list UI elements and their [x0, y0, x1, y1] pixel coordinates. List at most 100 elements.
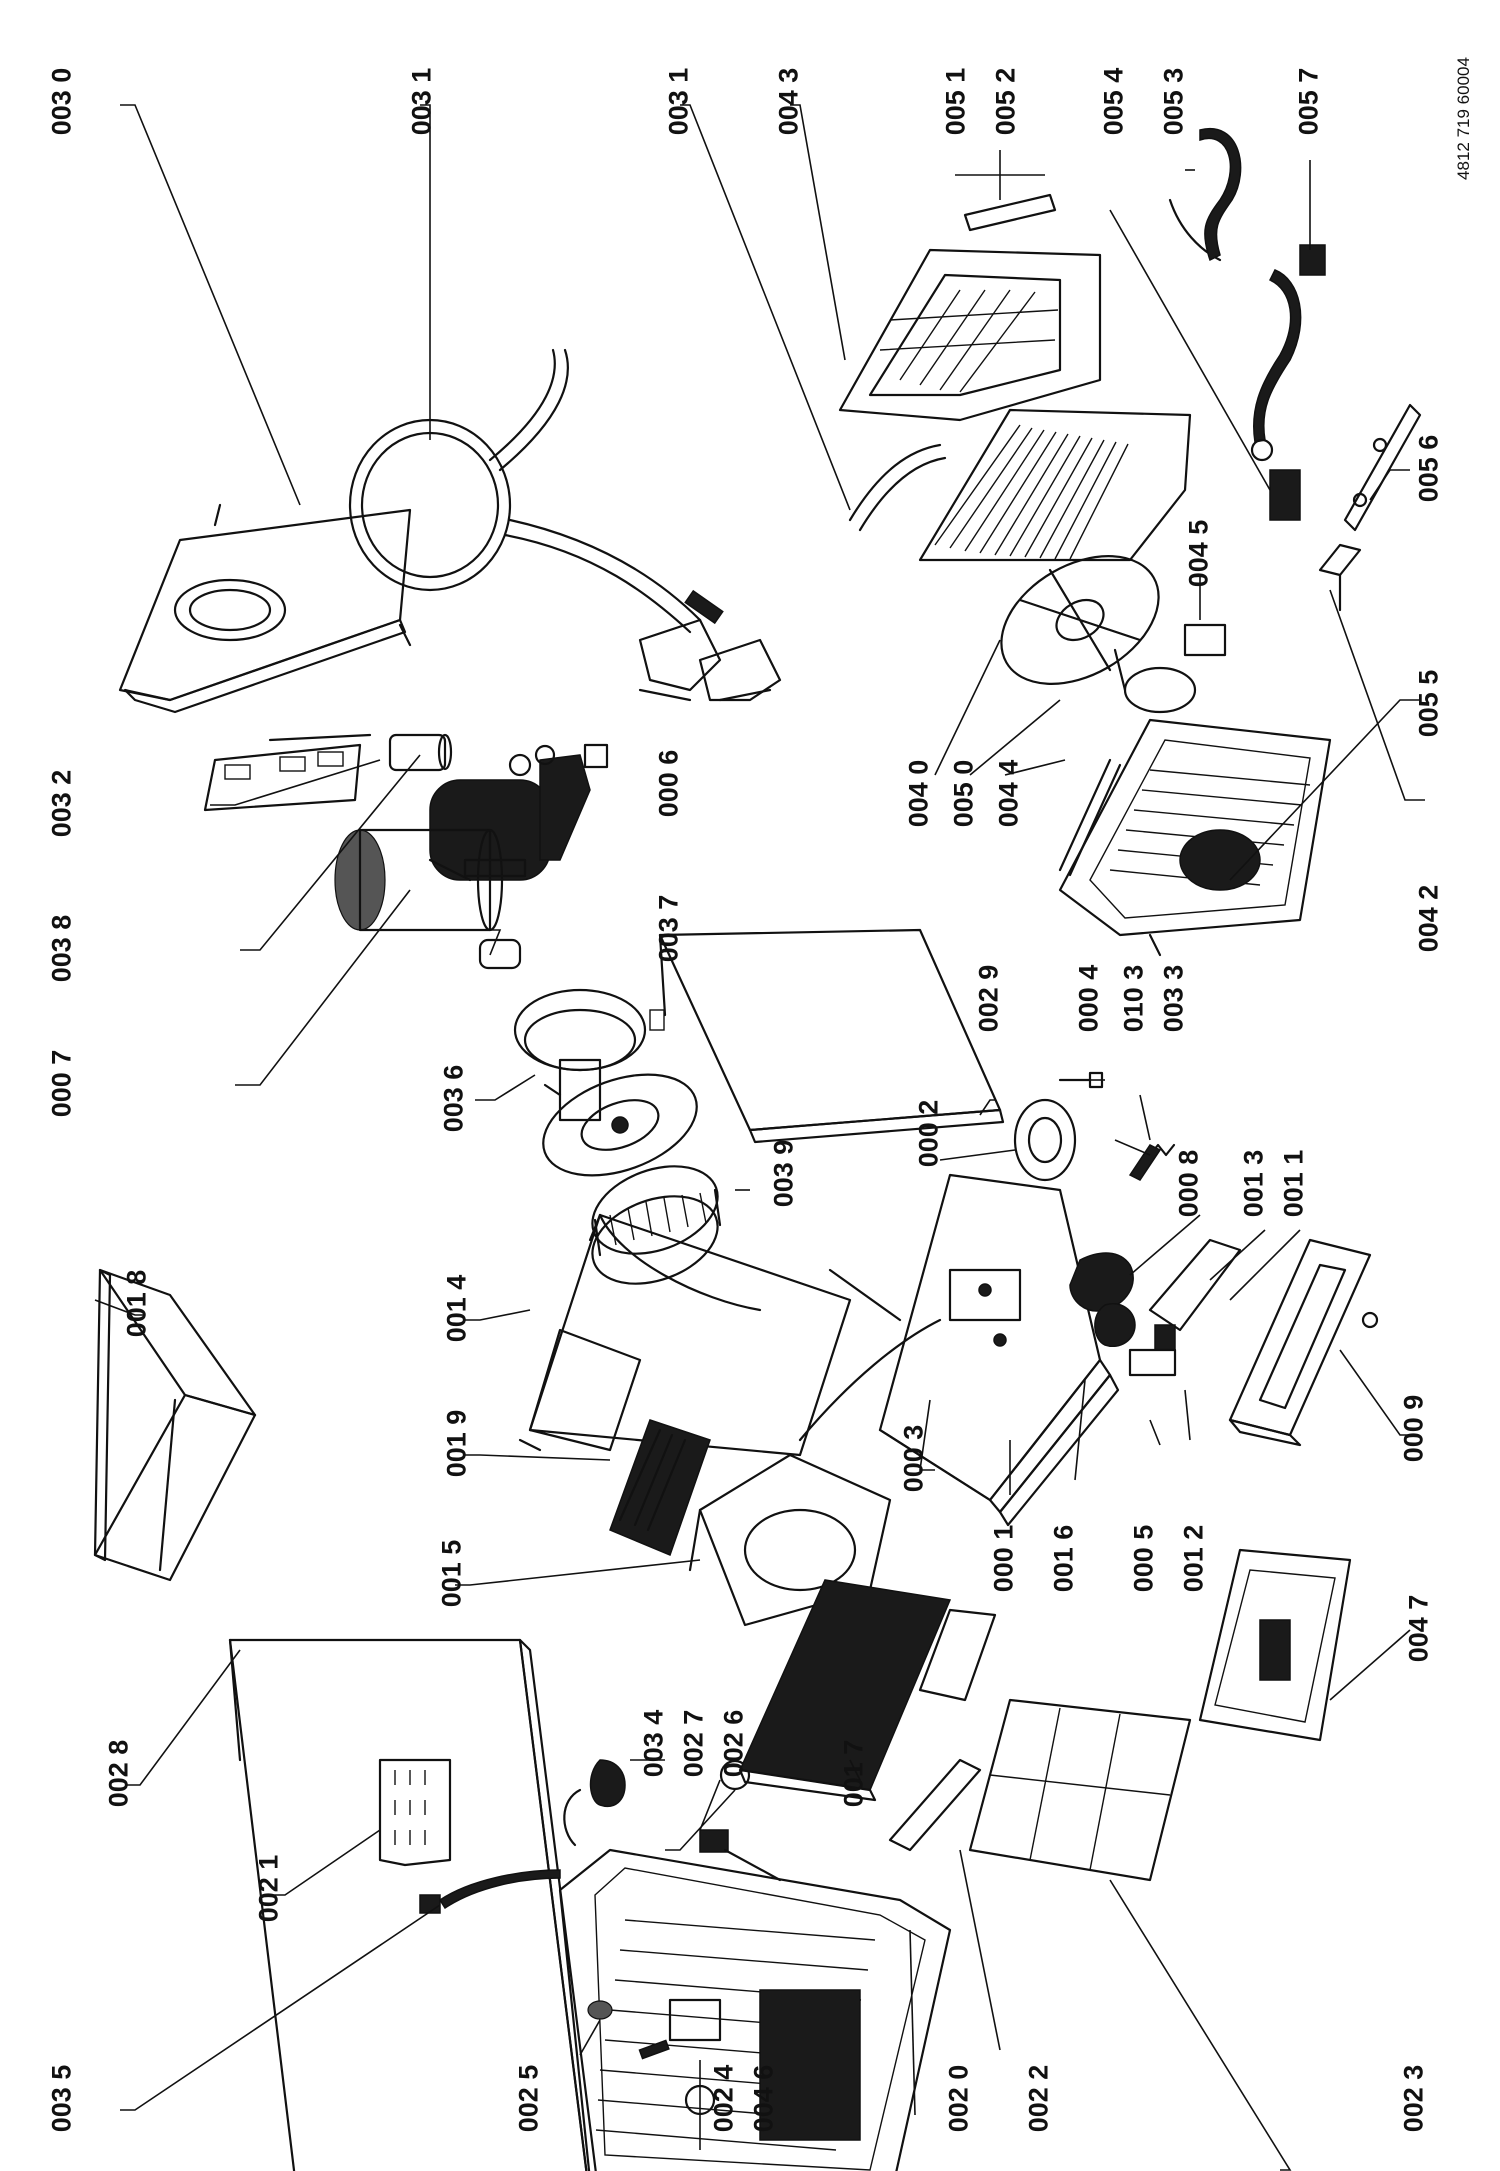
- part-label: 004 3: [773, 67, 804, 136]
- condenser-frame-part: [838, 248, 1102, 422]
- mounting-bracket-part: [1343, 403, 1422, 532]
- part-label: 001 4: [441, 1274, 472, 1343]
- part-label: 005 2: [990, 67, 1021, 136]
- part-label: 000 5: [1128, 1524, 1159, 1593]
- part-label: 003 4: [638, 1709, 669, 1778]
- blower-wheel-part: [591, 1165, 722, 1285]
- part-label: 003 1: [406, 67, 437, 136]
- part-label: 001 2: [1178, 1524, 1209, 1593]
- small-grille-part: [609, 1419, 711, 1556]
- idler-wheel-part: [1013, 1098, 1077, 1182]
- evaporator-part: [738, 1579, 952, 1802]
- filter-grid-part: [968, 1698, 1192, 1882]
- bracket-clamps-part: [638, 618, 782, 702]
- part-label: 001 9: [441, 1409, 472, 1478]
- fan-shroud-part: [688, 1453, 892, 1627]
- part-label: 001 7: [838, 1739, 869, 1808]
- base-plate-part: [118, 503, 412, 714]
- clip-comb-part: [378, 1758, 452, 1867]
- part-label: 002 2: [1023, 2064, 1054, 2133]
- part-label: 001 5: [436, 1539, 467, 1608]
- part-label: 001 6: [1048, 1524, 1079, 1593]
- cable-part: [1168, 127, 1242, 262]
- ribbon-cable-part: [419, 1869, 561, 1914]
- part-label: 005 6: [1413, 434, 1444, 503]
- rear-grill-part: [1058, 718, 1332, 957]
- pulley-disc-part: [542, 1073, 698, 1177]
- hinge-part: [1318, 543, 1362, 612]
- part-label: 001 3: [1238, 1149, 1269, 1218]
- large-capacitor-part: [334, 828, 527, 932]
- part-label: 003 1: [663, 67, 694, 136]
- part-label: 004 6: [748, 2064, 779, 2133]
- part-label: 002 4: [708, 2064, 739, 2133]
- part-label: 003 7: [653, 894, 684, 963]
- part-label: 005 0: [948, 759, 979, 828]
- connector-block-part: [1269, 469, 1301, 521]
- part-label: 002 9: [973, 964, 1004, 1033]
- duct-housing-part: [518, 1213, 852, 1457]
- main-chassis-part: [798, 1173, 1120, 1527]
- condenser-coil-part: [848, 408, 1192, 562]
- part-label: 005 7: [1293, 67, 1324, 136]
- part-label: 000 7: [46, 1049, 77, 1118]
- motor-bracket-part: [1113, 648, 1197, 714]
- rail-part: [1058, 758, 1122, 877]
- condenser-fan-part: [1000, 555, 1160, 685]
- part-label: 000 4: [1073, 964, 1104, 1033]
- label-tag-part: [963, 193, 1057, 232]
- control-board-part: [203, 733, 372, 812]
- part-label: 003 3: [1158, 964, 1189, 1033]
- part-label: 000 9: [1398, 1394, 1429, 1463]
- front-plate-part: [1198, 1548, 1352, 1742]
- part-label: 000 2: [913, 1099, 944, 1168]
- spacer-block-part: [1183, 623, 1227, 657]
- part-label: 002 6: [718, 1709, 749, 1778]
- front-grille-part: [558, 1848, 952, 2171]
- part-label: 000 8: [1173, 1149, 1204, 1218]
- filter-tray-part: [93, 1268, 257, 1582]
- air-filter-frame-part: [888, 1608, 997, 1852]
- part-label: 004 2: [1413, 884, 1444, 953]
- drain-tray-part: [1228, 1238, 1379, 1447]
- part-label: 002 8: [103, 1739, 134, 1808]
- part-label: 002 7: [678, 1709, 709, 1778]
- part-label: 002 0: [943, 2064, 974, 2133]
- part-label: 000 6: [653, 749, 684, 818]
- small-fastener-parts: [1058, 1071, 1176, 1181]
- button-pin-part: [638, 2039, 670, 2060]
- part-label: 010 3: [1118, 964, 1149, 1033]
- hose-part: [348, 348, 724, 634]
- part-label: 001 1: [1278, 1149, 1309, 1218]
- top-cover-panel-part: [228, 1638, 597, 2171]
- part-label: 004 4: [993, 759, 1024, 828]
- part-label: 003 0: [46, 67, 77, 136]
- side-panel-part: [649, 928, 1005, 1144]
- leader-lines: [94, 104, 1425, 2171]
- part-label: 002 3: [1398, 2064, 1429, 2133]
- part-label: 005 1: [940, 67, 971, 136]
- sensor-parts: [563, 1759, 782, 1882]
- part-label: 003 9: [768, 1139, 799, 1208]
- part-label: 002 5: [513, 2064, 544, 2133]
- part-label: 004 5: [1183, 519, 1214, 588]
- part-label: 002 1: [253, 1854, 284, 1923]
- part-label: 005 5: [1413, 669, 1444, 738]
- part-label: 003 2: [46, 769, 77, 838]
- part-label: 001 8: [121, 1269, 152, 1338]
- part-label: 005 3: [1158, 67, 1189, 136]
- part-label: 003 5: [46, 2064, 77, 2133]
- power-cord-part: [1250, 244, 1326, 462]
- small-capacitor-part: [388, 733, 453, 772]
- fan-motor-part: [478, 938, 647, 1122]
- part-label: 003 8: [46, 914, 77, 983]
- part-label: 003 6: [438, 1064, 469, 1133]
- part-label: 000 3: [898, 1424, 929, 1493]
- valve-assembly-part: [1069, 1252, 1136, 1347]
- part-label: 004 7: [1403, 1594, 1434, 1663]
- document-id: 4812 719 60004: [1453, 57, 1473, 180]
- part-label: 005 4: [1098, 67, 1129, 136]
- part-label: 004 0: [903, 759, 934, 828]
